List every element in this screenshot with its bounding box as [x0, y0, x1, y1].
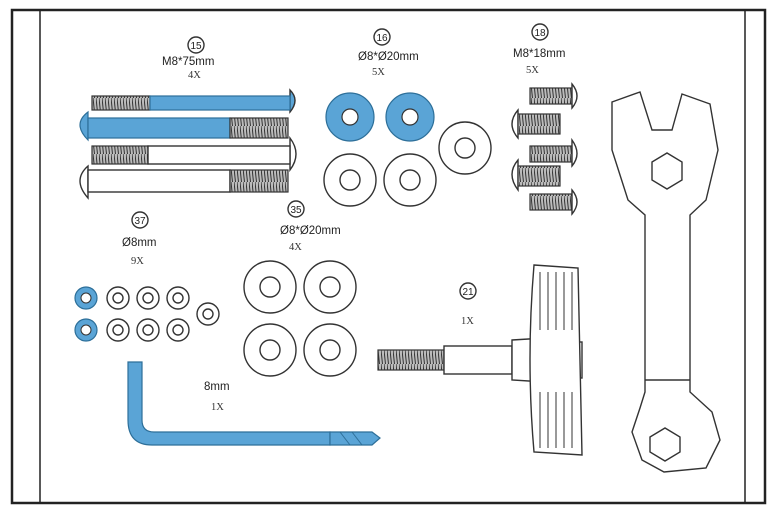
part-21-label: 21 1X	[459, 282, 477, 327]
part-15-number: 15	[190, 41, 202, 52]
washer-icon	[323, 92, 492, 207]
part-18-qty: 5X	[526, 65, 539, 76]
split-washer-icon	[74, 286, 220, 342]
part-21-qty: 1X	[461, 316, 474, 327]
part-15-qty: 4X	[188, 70, 201, 81]
part-16-label: 16 Ø8*Ø20mm 5X	[358, 28, 419, 78]
part-16-spec: Ø8*Ø20mm	[358, 51, 419, 63]
part-37-spec: Ø8mm	[122, 237, 157, 249]
wrench-icon	[611, 91, 721, 473]
part-18-spec: M8*18mm	[513, 48, 565, 60]
part-21-number-circle	[459, 282, 477, 300]
part-37-number-circle	[131, 211, 149, 229]
hex-key-icon	[127, 361, 381, 446]
part-18-number: 18	[534, 28, 546, 39]
part-15-spec: M8*75mm	[162, 56, 214, 68]
part-16-qty: 5X	[372, 67, 385, 78]
short-bolt-icon	[511, 82, 578, 216]
hex-key-label: 8mm 1X	[204, 381, 230, 413]
outer-frame	[10, 8, 767, 505]
part-16-number: 16	[376, 33, 388, 44]
part-37-number: 37	[134, 216, 146, 227]
hex-key-spec: 8mm	[204, 381, 230, 393]
part-21-number: 21	[462, 287, 474, 298]
part-35-spec: Ø8*Ø20mm	[280, 225, 341, 237]
part-35-number-circle	[287, 200, 305, 218]
part-15-number-circle	[187, 36, 205, 54]
part-37-label: 37 Ø8mm 9X	[122, 211, 157, 267]
part-35-qty: 4X	[289, 242, 302, 253]
large-washer-icon	[243, 260, 357, 377]
part-35-number: 35	[290, 205, 302, 216]
part-16-number-circle	[373, 28, 391, 46]
part-18-number-circle	[531, 23, 549, 41]
knob-icon	[377, 264, 583, 456]
hex-key-qty: 1X	[211, 402, 224, 413]
bolt-icon	[79, 88, 297, 200]
part-35-label: 35 Ø8*Ø20mm 4X	[280, 200, 341, 253]
part-37-qty: 9X	[131, 256, 144, 267]
part-15-label: 15 M8*75mm 4X	[162, 36, 214, 81]
part-18-label: 18 M8*18mm 5X	[513, 23, 565, 76]
